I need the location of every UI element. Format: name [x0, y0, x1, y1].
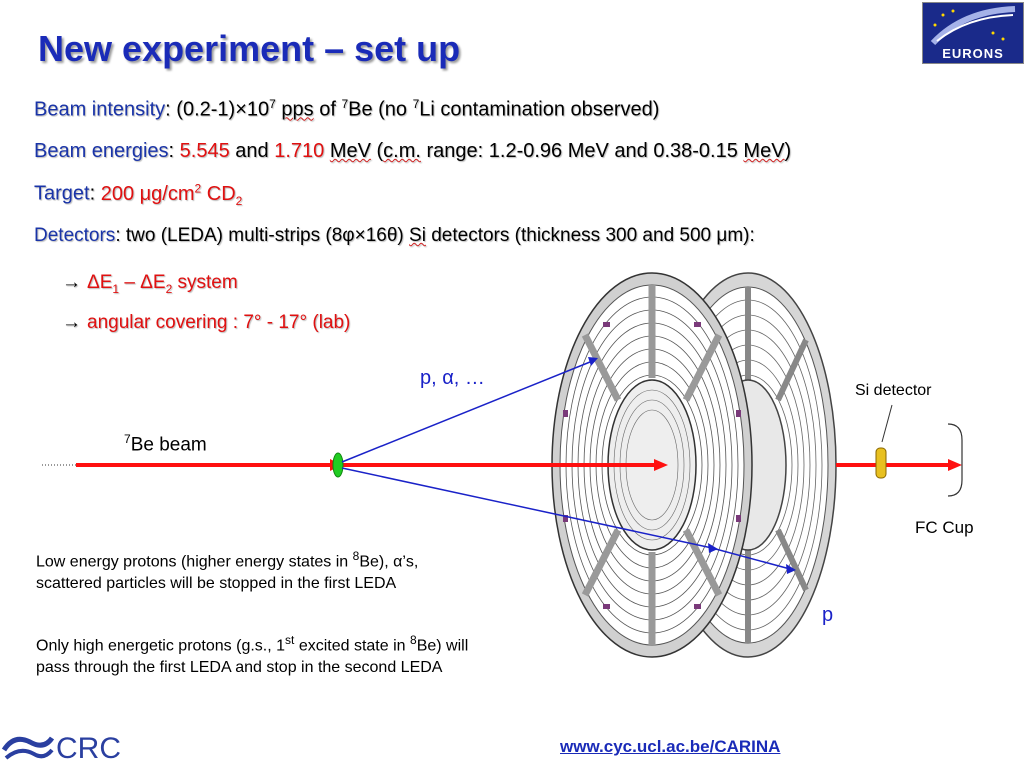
note-low-energy: Low energy protons (higher energy states… [36, 545, 418, 595]
colon: : [165, 98, 177, 121]
beam-intensity-line: Beam intensity: (0.2-1)×107 pps of 7Be (… [34, 97, 659, 122]
li-mass-number: 7 [412, 97, 420, 111]
detectors-line: Detectors: two (LEDA) multi-strips (8φ×1… [34, 225, 755, 247]
note-high-energy-line2: pass through the first LEDA and stop in … [36, 659, 443, 677]
paren-open: ( [370, 140, 384, 162]
and-text: and [229, 140, 275, 162]
beam-arrowhead-2 [654, 459, 668, 471]
system-text: system [172, 272, 238, 293]
of-text: of [313, 98, 342, 121]
si-text: Si [409, 225, 426, 246]
be-mass-number: 7 [341, 97, 349, 111]
li-text: Li contamination observed) [419, 98, 660, 121]
target-subscript: 2 [235, 193, 243, 208]
note-sup: st [285, 633, 295, 647]
delta-e1: ΔE [87, 272, 113, 293]
note-low-energy-line1: Low energy protons (higher energy states… [36, 545, 418, 573]
target-thickness: 200 μg/cm [100, 182, 195, 205]
target-line: Target: 200 μg/cm2 CD2 [34, 181, 242, 208]
target-label: Target [34, 182, 90, 205]
note-sup: 8 [352, 549, 360, 563]
energy-1: 5.545 [179, 140, 230, 162]
note-sup: 8 [410, 633, 417, 647]
trajectory-upper-arrow [588, 357, 598, 366]
si-detector-pointer [881, 404, 893, 443]
beam-intensity-unit: pps [281, 98, 314, 121]
energy-unit: MeV [329, 140, 371, 162]
eurons-logo: EURONS [922, 2, 1024, 64]
sub-2: 2 [165, 281, 173, 296]
note-low-energy-line2: scattered particles will be stopped in t… [36, 575, 397, 593]
note-text: Be), α’s, [359, 553, 419, 571]
si-detector-shape [875, 447, 887, 479]
fc-cup-label: FC Cup [915, 518, 974, 537]
note-high-energy: Only high energetic protons (g.s., 1st e… [36, 629, 468, 679]
be-text: Be (no [348, 98, 413, 121]
detectors-label: Detectors [34, 225, 116, 246]
note-text: Be) will [416, 637, 469, 655]
angular-covering-text: angular covering : 7° - 17° (lab) [87, 312, 351, 333]
exponent: 7 [269, 97, 276, 111]
colon: : [89, 182, 101, 205]
crc-text: CRC [56, 732, 121, 765]
arrow-icon: → [62, 312, 81, 333]
bullet-angular: → angular covering : 7° - 17° (lab) [62, 312, 350, 334]
trajectory-upper [341, 361, 591, 463]
detectors-thickness: detectors (thickness 300 and 500 μm): [425, 225, 755, 246]
arrow-icon: → [62, 272, 81, 293]
trajectory-lower [341, 467, 713, 549]
detectors-text: two (LEDA) multi-strips (8φ×16θ) [125, 225, 410, 246]
beam-arrowhead-3 [948, 459, 962, 471]
beam-intensity-value: (0.2-1)×10 [176, 98, 270, 121]
beam-intensity-label: Beam intensity [34, 98, 166, 121]
si-detector-label: Si detector [855, 382, 932, 399]
crc-swirl-icon [1, 736, 55, 760]
note-text: Low energy protons (higher energy states… [36, 553, 353, 571]
page-title: New experiment – set up [38, 28, 461, 69]
trajectory-lower-2 [711, 547, 791, 570]
colon: : [115, 225, 126, 246]
note-text: Only high energetic protons (g.s., 1 [36, 637, 286, 655]
beam-label-text: Be beam [130, 434, 207, 456]
paren-close: ) [784, 140, 792, 162]
colon: : [168, 140, 180, 162]
sub-1: 1 [112, 281, 120, 296]
trajectory-lower-arrow-2 [786, 564, 796, 574]
crc-logo: CRC [0, 728, 132, 768]
bullet-delta-e: → ΔE1 – ΔE2 system [62, 272, 238, 296]
beam-label: 7Be beam [124, 432, 207, 456]
note-text: excited state in [294, 637, 410, 655]
target-material: CD [201, 182, 236, 205]
target-foil [332, 452, 344, 478]
fc-cup-bracket [947, 423, 963, 497]
delta-e2: – ΔE [119, 272, 166, 293]
target-exponent: 2 [194, 181, 202, 195]
particles-label: p, α, … [420, 367, 485, 389]
beam-mass-number: 7 [124, 432, 131, 446]
carina-link[interactable]: www.cyc.ucl.ac.be/CARINA [560, 737, 781, 756]
target-value: 200 μg/cm2 CD2 [100, 181, 243, 208]
cm-range: range: 1.2-0.96 MeV and 0.38-0.15 [420, 140, 744, 162]
energy-unit-2: MeV [743, 140, 785, 162]
proton-label: p [822, 604, 834, 626]
energy-2: 1.710 [274, 140, 325, 162]
beam-energies-line: Beam energies: 5.545 and 1.710 MeV (c.m.… [34, 140, 791, 163]
eurons-logo-text: EURONS [942, 46, 1004, 61]
cm-text: c.m. [383, 140, 421, 162]
beam-energies-label: Beam energies [34, 140, 169, 162]
note-high-energy-line1: Only high energetic protons (g.s., 1st e… [36, 629, 468, 657]
eurons-logo-graphic [923, 3, 1023, 63]
